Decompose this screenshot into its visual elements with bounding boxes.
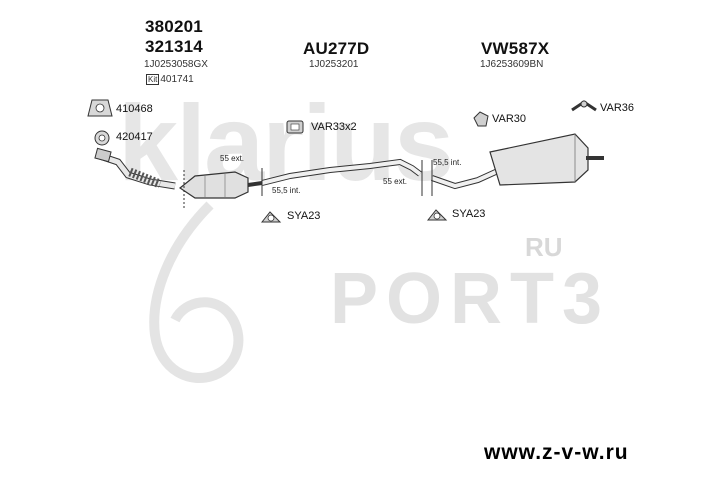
joint-markers [183,160,433,208]
kit-badge: Kit [146,74,160,85]
part-number-321314: 321314 [145,37,203,56]
rubber-sya23-right-icon [426,209,448,221]
label-410468: 410468 [116,103,153,115]
hanger-var36-icon [571,100,597,112]
site-suffix-watermark: RU [525,232,563,262]
dim-55-ext-left: 55 ext. [220,154,245,163]
flange-icon [94,130,110,146]
middle-pipe-icon [261,158,422,186]
oem-number-1: 1J0253058GX [144,59,208,70]
front-pipe-icon [94,147,176,190]
dim-55-ext-right: 55 ext. [383,177,408,186]
clamp-var33-icon [286,120,304,134]
label-var30: VAR30 [492,113,527,125]
part-number-au277d: AU277D [303,39,370,58]
part-number-380201: 380201 [145,17,203,36]
site-logo-watermark [149,201,244,384]
part-number-vw587x: VW587X [481,39,550,58]
catalytic-converter-icon [178,171,263,199]
label-var33x2: VAR33x2 [311,121,357,133]
site-url: www.z-v-w.ru [484,441,629,464]
dim-55-5-int-right: 55,5 int. [433,158,462,167]
hanger-var30-icon [473,111,489,127]
rear-silencer-icon [431,133,604,190]
oem-number-2: 1J0253201 [309,59,359,70]
label-420417: 420417 [116,131,153,143]
kit-code: 401741 [160,74,194,85]
rubber-sya23-left-icon [260,211,282,223]
label-sya23-right: SYA23 [452,208,486,220]
site-watermark: PORT3 [330,259,611,339]
gasket-icon [87,99,113,117]
label-var36: VAR36 [600,102,635,114]
dim-55-5-int-left: 55,5 int. [272,186,301,195]
oem-number-3: 1J6253609BN [480,59,544,70]
label-sya23-left: SYA23 [287,210,321,222]
